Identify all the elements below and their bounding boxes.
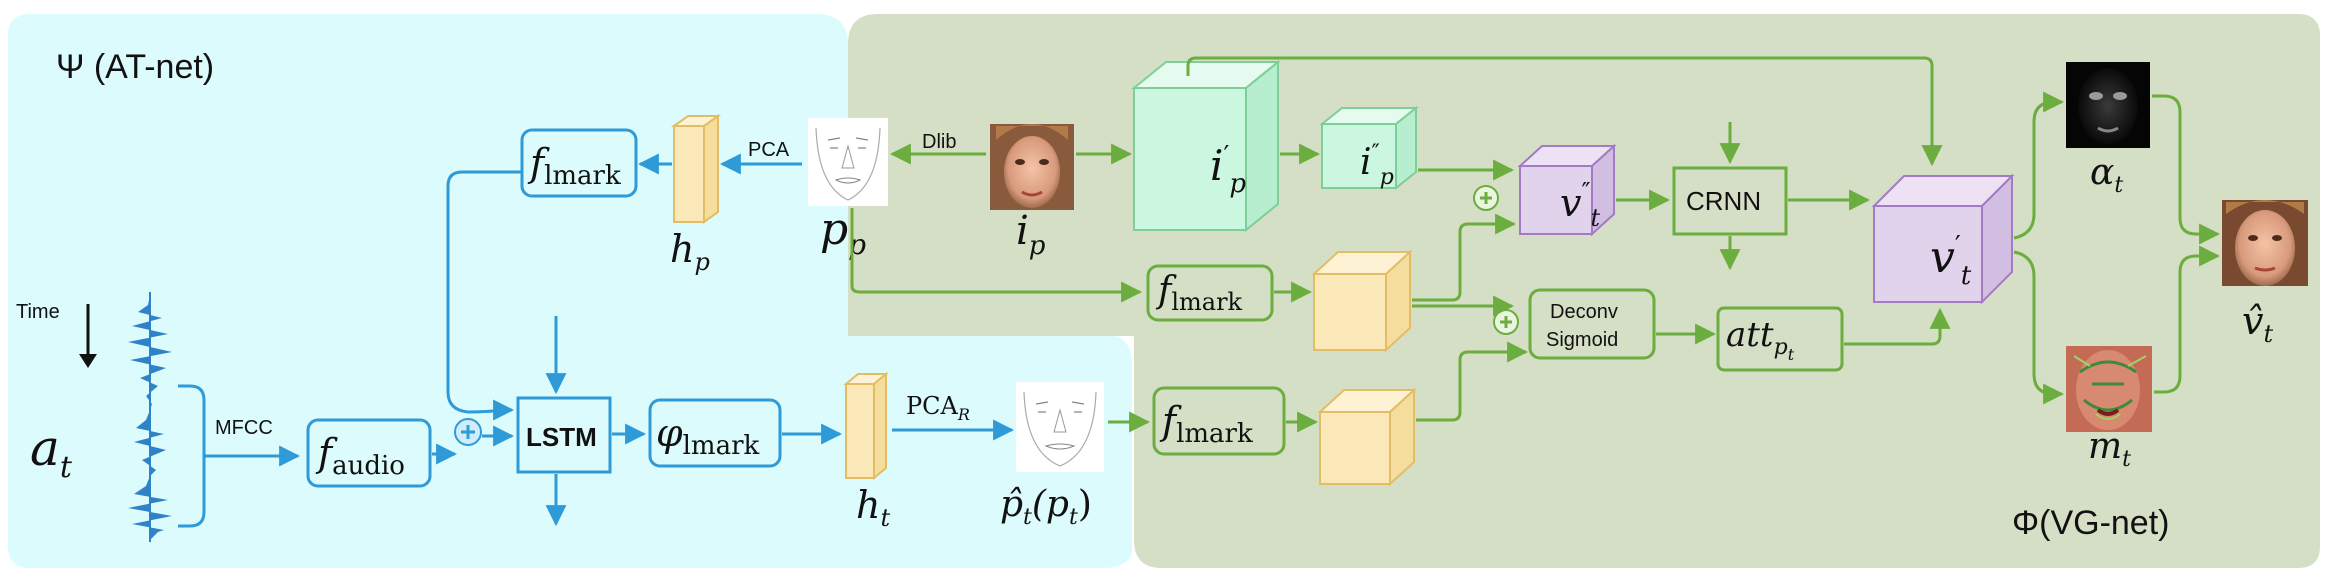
face-photo — [2222, 200, 2308, 286]
arrow-vprime-mt — [2013, 250, 2065, 405]
deconv-sigmoid-box — [1528, 288, 1656, 360]
h-t-cube — [843, 371, 889, 481]
f-audio-box — [306, 418, 432, 488]
crnn-box — [1672, 166, 1788, 236]
v-dprime-label: v″t — [1560, 178, 1600, 232]
att-box — [1716, 306, 1844, 372]
v-dprime-cube — [1517, 143, 1617, 237]
lstm-box — [516, 396, 612, 474]
mfcc-brace — [178, 384, 298, 528]
landmark-feature-cube-1 — [1311, 249, 1413, 353]
f-lmark-vg2-box — [1152, 386, 1286, 456]
arrow-flmark-plus — [446, 170, 522, 421]
f-lmark-vg1-box — [1146, 264, 1274, 322]
arrow-pp-flmark — [850, 208, 1143, 303]
arrow-skip-top — [1186, 56, 1943, 167]
attention-map — [2066, 62, 2150, 148]
lstm-label: LSTM — [526, 422, 597, 452]
landmark-sketch — [808, 118, 888, 206]
landmark-sketch-pred — [1016, 382, 1104, 472]
i-p-prime-cube — [1131, 59, 1281, 233]
sigmoid-label: Sigmoid — [1546, 329, 1618, 351]
landmark-feature-cube-2 — [1317, 387, 1417, 487]
crnn-label: CRNN — [1686, 186, 1761, 216]
i-p-dprime-cube — [1319, 105, 1419, 191]
arrow-att-vprime — [1844, 307, 1951, 346]
p-hat-label: p̂t(pt) — [1000, 484, 1092, 530]
mfcc-label: MFCC — [215, 417, 273, 439]
dlib-label: Dlib — [922, 131, 956, 153]
a-t-label: at — [30, 419, 73, 485]
arrow-mt-out — [2154, 245, 2221, 394]
i-p-label: ip — [1016, 208, 1046, 261]
pca-label: PCA — [748, 139, 790, 161]
vg-net-title: Φ(VG-net) — [2012, 504, 2169, 542]
plus-icon — [1473, 185, 1499, 211]
audio-waveform — [128, 292, 172, 542]
phi-lmark-box — [648, 398, 782, 468]
arrow-alpha-out — [2152, 94, 2221, 245]
f-lmark-at-box — [520, 128, 638, 198]
p-p-label: pp — [820, 204, 866, 261]
plus-icon — [454, 418, 482, 446]
h-t-label: ht — [856, 483, 890, 532]
at-net-title: Ψ (AT-net) — [56, 48, 214, 86]
time-label: Time — [16, 301, 60, 323]
h-p-cube — [670, 114, 722, 224]
v-prime-cube — [1871, 173, 2015, 305]
face-photo — [990, 124, 1074, 210]
deconv-label: Deconv — [1550, 301, 1618, 323]
f-lmark-vg2-label: flmark — [1159, 399, 1253, 449]
arrow-cube2-deconv — [1416, 341, 1529, 422]
time-arrow-head — [79, 354, 97, 368]
plus-icon — [1493, 309, 1519, 335]
arrow-cube1-vdprime — [1412, 213, 1517, 302]
motion-map — [2066, 346, 2152, 432]
arrow-vprime-alpha — [2013, 91, 2065, 240]
